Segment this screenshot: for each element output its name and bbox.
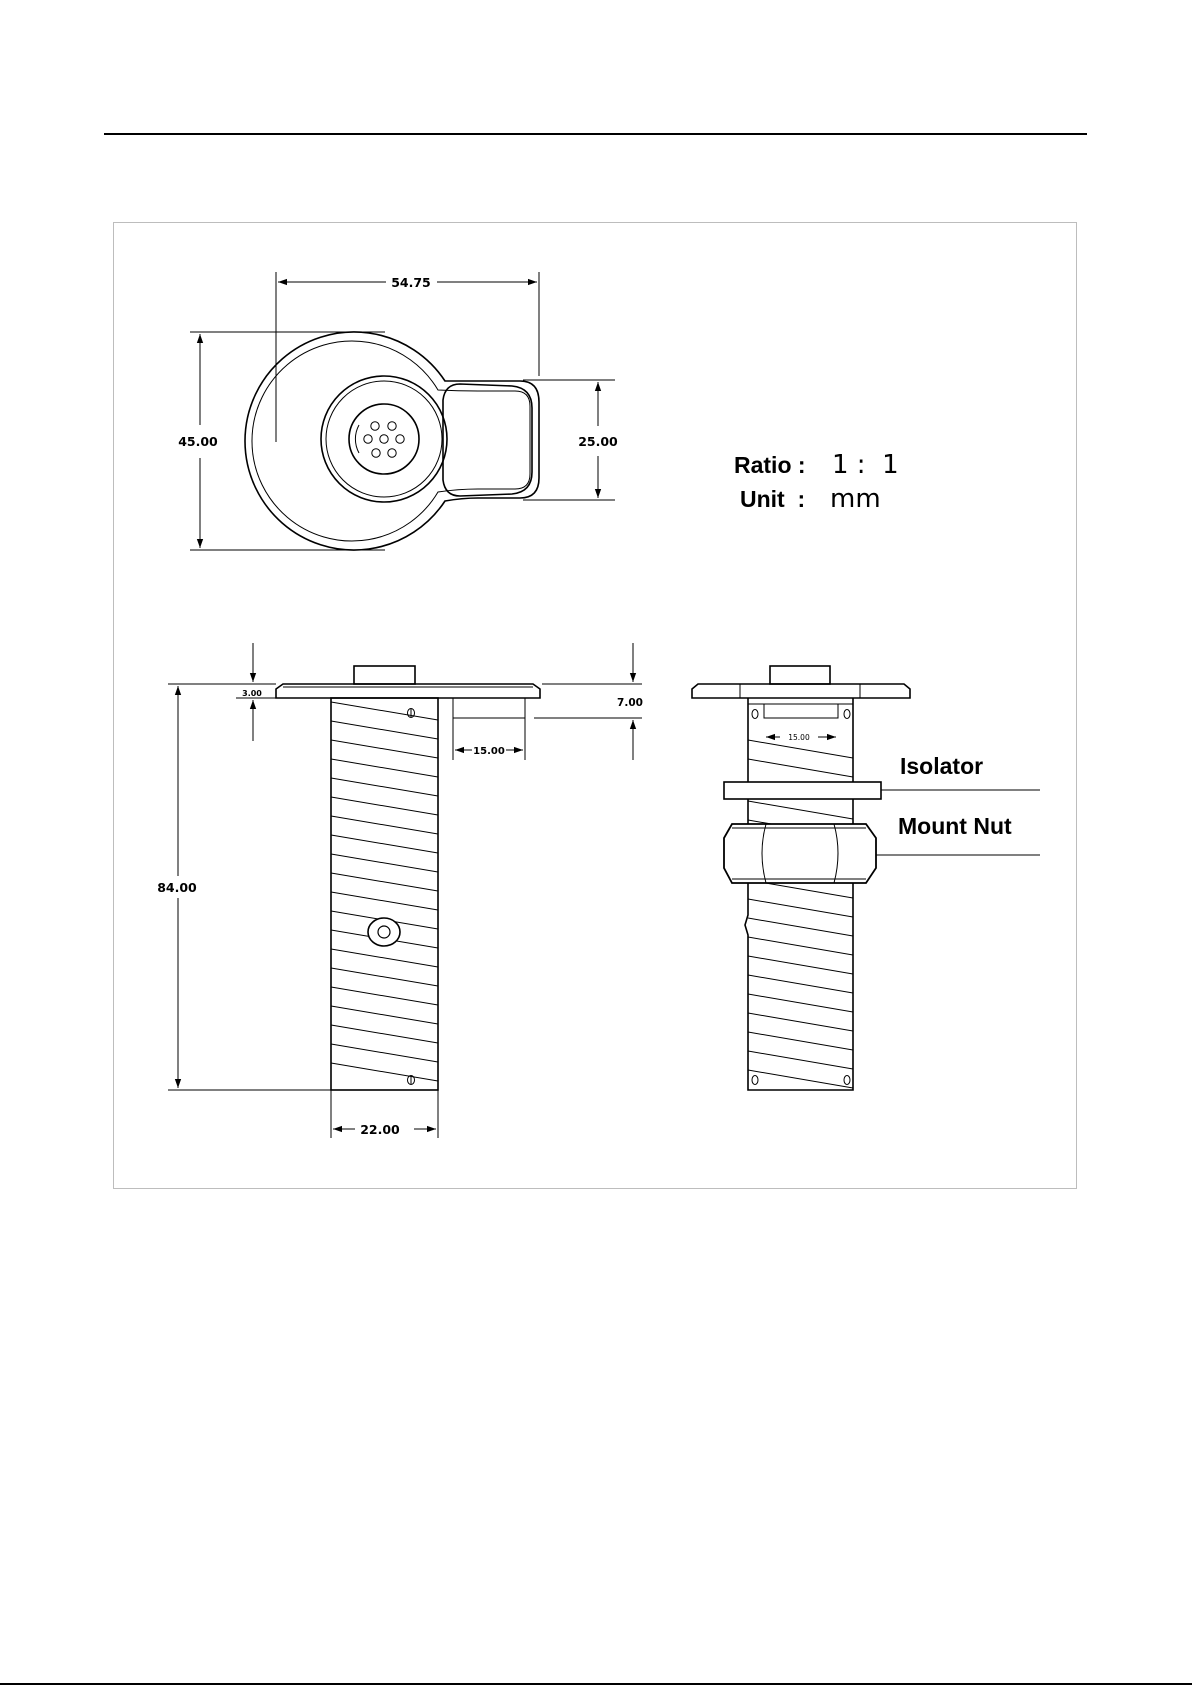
dim-offset: 15.00 [473, 746, 505, 757]
ratio-label: Ratio : [734, 452, 806, 478]
dim-step: 7.00 [617, 697, 643, 709]
side-view: Isolator Mount Nut 15.00 [692, 666, 1040, 1090]
dim-offset-side: 15.00 [788, 733, 810, 742]
callout-mount-nut: Mount Nut [898, 813, 1012, 839]
dim-height: 45.00 [178, 434, 218, 449]
callout-isolator: Isolator [900, 753, 983, 779]
dim-tab: 25.00 [578, 434, 618, 449]
top-view-outline [245, 332, 539, 550]
dim-width: 54.75 [391, 275, 431, 290]
mount-nut [724, 824, 876, 883]
unit-label: Unit : [740, 486, 805, 512]
dim-flange: 3.00 [242, 689, 262, 698]
front-view: 3.00 84.00 22.00 7.00 15.00 [157, 643, 643, 1138]
top-view-tab-slot [443, 384, 532, 496]
unit-value: mm [830, 484, 881, 514]
connector-pins-icon [364, 422, 404, 457]
dim-length: 84.00 [157, 880, 197, 895]
side-flange [692, 684, 910, 698]
top-view-inner-outline [252, 341, 530, 541]
ratio-value: 1 : 1 [832, 450, 899, 480]
scale-block: Ratio : 1 : 1 Unit : mm [734, 450, 899, 514]
top-view: 54.75 45.00 25.00 [178, 272, 618, 550]
dim-diameter: 22.00 [360, 1122, 400, 1137]
front-threaded-body [331, 698, 438, 1090]
front-thread-lines [331, 702, 438, 1081]
connector-ring-outer [321, 376, 447, 502]
connector-face [349, 404, 419, 474]
front-flange [276, 684, 540, 698]
isolator-washer [724, 782, 881, 799]
